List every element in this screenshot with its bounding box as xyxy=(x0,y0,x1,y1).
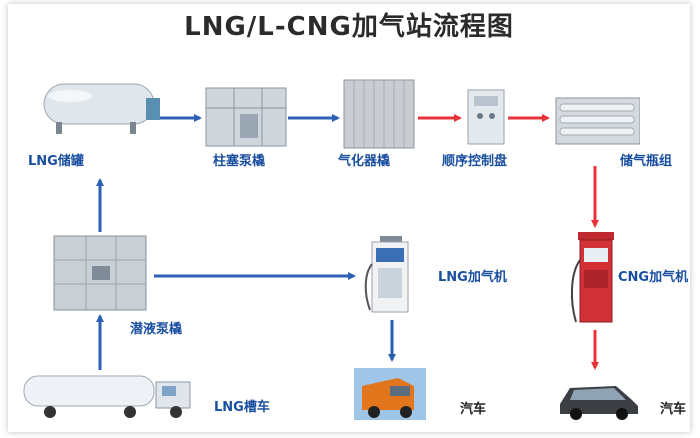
lng-vehicle-image xyxy=(354,368,426,420)
storage-bank-image xyxy=(555,97,640,145)
lng-tank-image xyxy=(43,83,160,134)
cng-vehicle-image xyxy=(560,386,638,420)
control-panel-image xyxy=(467,89,505,145)
label-piston-pump: 柱塞泵橇 xyxy=(213,154,266,169)
label-lng-tank: LNG储罐 xyxy=(28,154,84,169)
diagram-frame: LNG/L-CNG加气站流程图 LNG储罐 xyxy=(8,4,690,432)
lng-tanker-image xyxy=(23,375,191,418)
label-car-cng: 汽车 xyxy=(660,402,687,417)
label-vaporizer: 气化器橇 xyxy=(338,154,391,169)
label-control-panel: 顺序控制盘 xyxy=(442,154,508,169)
submerged-pump-skid-image xyxy=(53,235,147,311)
label-cng-dispenser: CNG加气机 xyxy=(618,270,689,285)
label-submerged-pump: 潜液泵橇 xyxy=(130,322,183,337)
label-car-lng: 汽车 xyxy=(460,402,487,417)
diagram-title: LNG/L-CNG加气站流程图 xyxy=(184,12,514,42)
flow-arrows xyxy=(96,114,599,370)
cng-dispenser-image xyxy=(570,232,614,323)
label-storage-bank: 储气瓶组 xyxy=(620,154,673,169)
lng-dispenser-image xyxy=(364,236,409,313)
vaporizer-skid-image xyxy=(343,79,415,149)
label-lng-dispenser: LNG加气机 xyxy=(438,270,507,285)
label-lng-tanker: LNG槽车 xyxy=(214,400,270,415)
piston-pump-skid-image xyxy=(205,87,287,147)
